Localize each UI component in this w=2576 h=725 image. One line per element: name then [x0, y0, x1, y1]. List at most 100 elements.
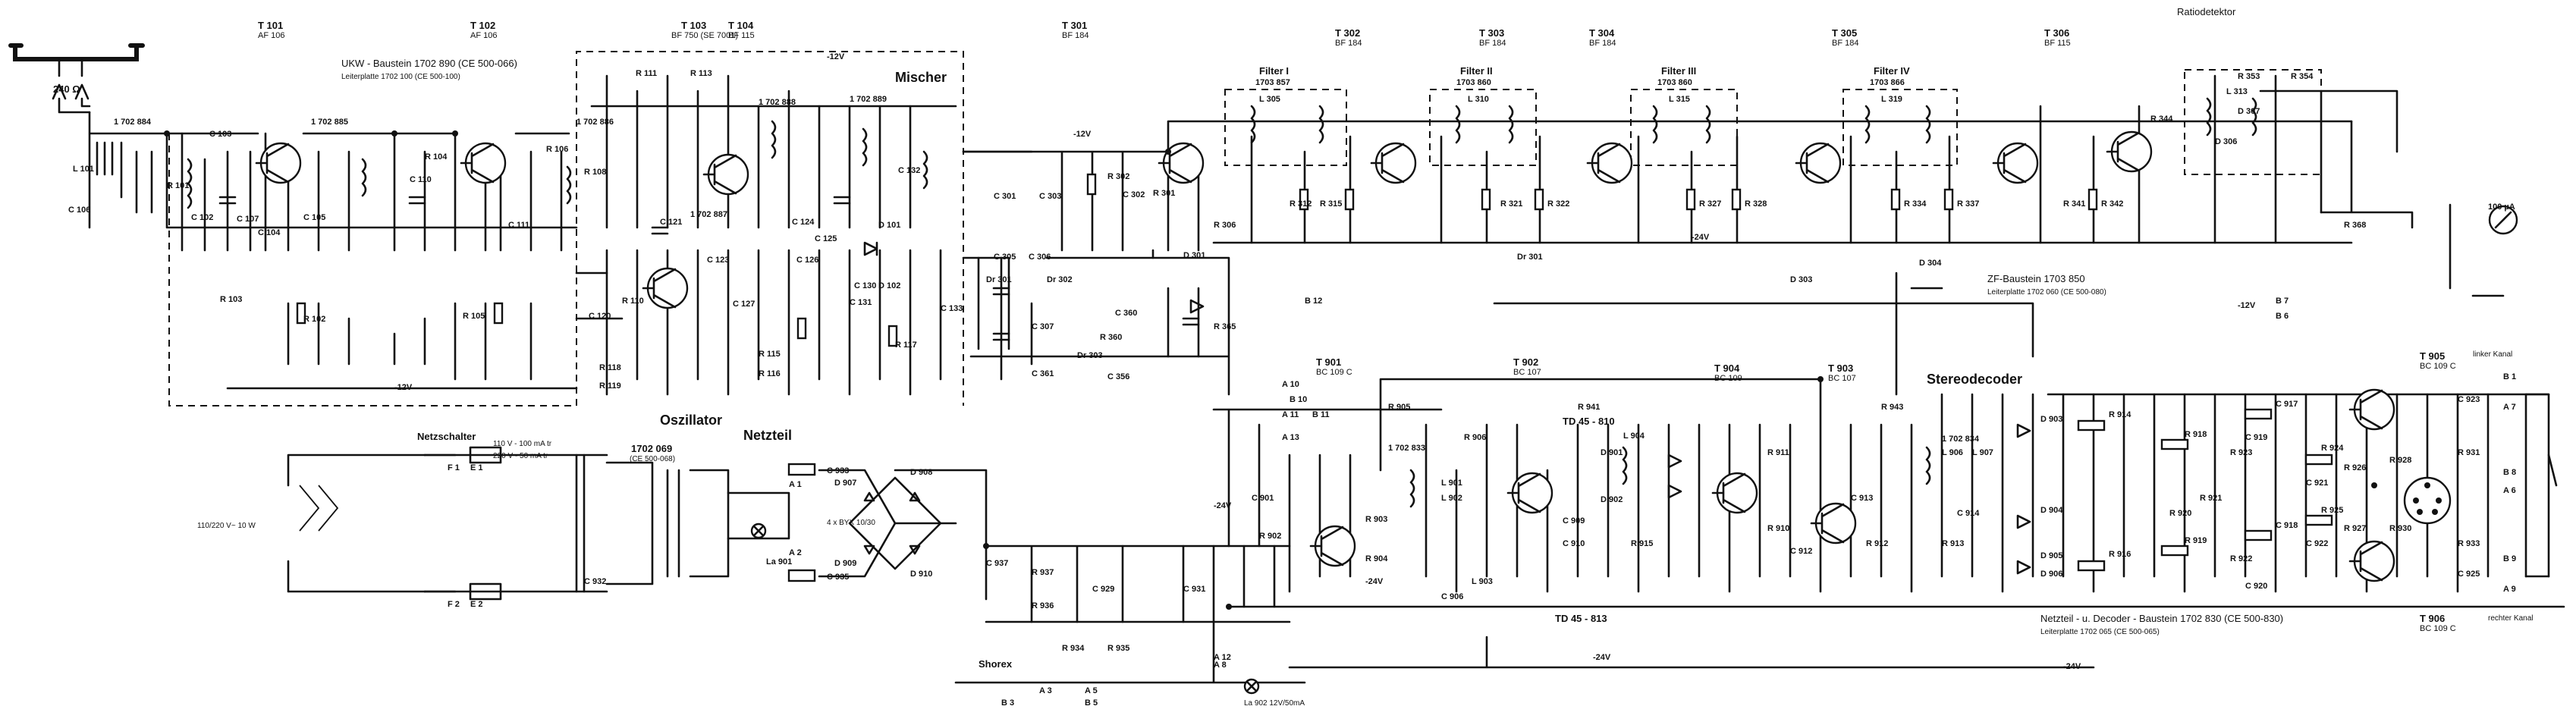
t305-label: T 305 — [1832, 27, 1857, 39]
svg-text:E 1: E 1 — [470, 463, 483, 472]
svg-text:-24V: -24V — [2063, 662, 2081, 671]
svg-text:R 102: R 102 — [303, 315, 325, 324]
svg-text:B 10: B 10 — [1290, 395, 1307, 404]
svg-text:-24V: -24V — [1593, 653, 1611, 662]
svg-text:L 101: L 101 — [73, 165, 94, 174]
svg-text:B 1: B 1 — [2503, 372, 2516, 381]
svg-text:R 902: R 902 — [1259, 532, 1281, 541]
svg-text:C 360: C 360 — [1115, 309, 1137, 318]
svg-text:D 304: D 304 — [1919, 259, 1942, 268]
svg-text:R 116: R 116 — [759, 369, 781, 378]
svg-text:R 104: R 104 — [425, 152, 448, 162]
shorex-label: Shorex — [979, 658, 1013, 670]
filter-3-part: 1703 860 — [1657, 78, 1692, 87]
svg-text:R 111: R 111 — [636, 69, 657, 78]
svg-text:R 108: R 108 — [584, 168, 606, 177]
svg-text:-12V: -12V — [1073, 130, 1092, 139]
svg-text:R 103: R 103 — [220, 295, 242, 304]
svg-text:C 910: C 910 — [1563, 539, 1585, 548]
svg-text:F 2: F 2 — [448, 600, 460, 609]
svg-text:R 933: R 933 — [2458, 539, 2480, 548]
svg-text:D 910: D 910 — [910, 570, 932, 579]
svg-text:C 132: C 132 — [898, 166, 920, 175]
svg-text:R 926: R 926 — [2344, 463, 2366, 472]
svg-text:A 1: A 1 — [789, 480, 802, 489]
svg-text:R 365: R 365 — [1214, 322, 1236, 331]
svg-text:R 916: R 916 — [2109, 550, 2131, 559]
svg-text:R 315: R 315 — [1320, 199, 1342, 209]
decoder-transistors — [1309, 388, 2395, 582]
svg-text:C 104: C 104 — [258, 228, 281, 237]
bridge-rectifier — [848, 476, 942, 570]
svg-text:C 121: C 121 — [660, 218, 682, 227]
t304-label: T 304 — [1589, 27, 1615, 39]
svg-text:R 118: R 118 — [599, 363, 621, 372]
svg-text:A 8: A 8 — [1214, 661, 1227, 670]
td45-810-label: TD 45 - 810 — [1563, 416, 1615, 427]
t901-type: BC 109 C — [1316, 368, 1352, 377]
mains-components — [423, 446, 1260, 695]
svg-text:R 115: R 115 — [759, 350, 781, 359]
if-transistors — [1158, 130, 2153, 184]
svg-text:R 914: R 914 — [2109, 410, 2131, 419]
t905-type: BC 109 C — [2420, 362, 2456, 371]
t104-label: T 104 — [728, 20, 754, 31]
svg-text:La 901: La 901 — [766, 557, 792, 567]
mains-wiring — [287, 454, 1306, 684]
svg-text:C 301: C 301 — [994, 192, 1016, 201]
t102-type: AF 106 — [470, 31, 497, 40]
svg-text:R 110: R 110 — [622, 297, 644, 306]
svg-text:R 925: R 925 — [2321, 506, 2343, 515]
t103-type: BF 750 (SE 7001) — [671, 31, 738, 40]
svg-text:L 902: L 902 — [1441, 494, 1462, 503]
t302-type: BF 184 — [1335, 39, 1362, 48]
svg-text:D 307: D 307 — [2238, 107, 2260, 116]
tuner-components — [187, 120, 928, 347]
svg-text:C 107: C 107 — [237, 215, 259, 224]
t903-type: BC 107 — [1828, 374, 1856, 383]
svg-text:R 915: R 915 — [1631, 539, 1653, 548]
svg-text:R 322: R 322 — [1547, 199, 1569, 209]
svg-text:Dr 301: Dr 301 — [1517, 253, 1543, 262]
svg-text:C 110: C 110 — [410, 175, 432, 184]
t306-label: T 306 — [2044, 27, 2069, 39]
filter-4-label: Filter IV — [1874, 65, 1910, 77]
filter-1-label: Filter I — [1259, 65, 1289, 77]
svg-text:R 337: R 337 — [1957, 199, 1979, 209]
svg-text:B 12: B 12 — [1305, 297, 1322, 306]
svg-text:B 7: B 7 — [2276, 297, 2289, 306]
svg-text:R 302: R 302 — [1107, 172, 1129, 181]
svg-text:C 123: C 123 — [707, 256, 729, 265]
if-strip-wiring — [962, 74, 2505, 396]
svg-text:-12V: -12V — [394, 383, 413, 392]
svg-text:R 941: R 941 — [1578, 403, 1600, 412]
t102-label: T 102 — [470, 20, 495, 31]
svg-text:R 937: R 937 — [1032, 568, 1054, 577]
svg-text:R 113: R 113 — [690, 69, 712, 78]
svg-text:A 5: A 5 — [1085, 686, 1098, 695]
svg-text:C 933: C 933 — [827, 466, 849, 475]
decoder-components — [1409, 393, 2558, 578]
svg-text:A 10: A 10 — [1282, 380, 1299, 389]
svg-text:D 102: D 102 — [878, 281, 900, 290]
filter-3-label: Filter III — [1661, 65, 1696, 77]
svg-text:C 124: C 124 — [792, 218, 815, 227]
svg-text:A 6: A 6 — [2503, 486, 2516, 495]
ukw-module-board: Leiterplatte 1702 100 (CE 500-100) — [341, 73, 460, 81]
svg-text:B 3: B 3 — [1001, 698, 1014, 708]
svg-text:C 303: C 303 — [1039, 192, 1061, 201]
mains-voltage-label: 110/220 V~ 10 W — [197, 522, 256, 530]
svg-text:R 913: R 913 — [1942, 539, 1964, 548]
right-channel-label: rechter Kanal — [2488, 614, 2533, 623]
svg-text:R 930: R 930 — [2389, 524, 2411, 533]
svg-text:R 306: R 306 — [1214, 221, 1236, 230]
svg-text:D 905: D 905 — [2040, 551, 2062, 560]
svg-text:R 301: R 301 — [1153, 189, 1175, 198]
svg-text:R 943: R 943 — [1881, 403, 1903, 412]
svg-text:C 923: C 923 — [2458, 395, 2480, 404]
svg-text:C 125: C 125 — [815, 234, 837, 243]
svg-text:R 342: R 342 — [2101, 199, 2123, 209]
svg-text:L 310: L 310 — [1468, 95, 1489, 104]
t905-label: T 905 — [2420, 350, 2445, 362]
